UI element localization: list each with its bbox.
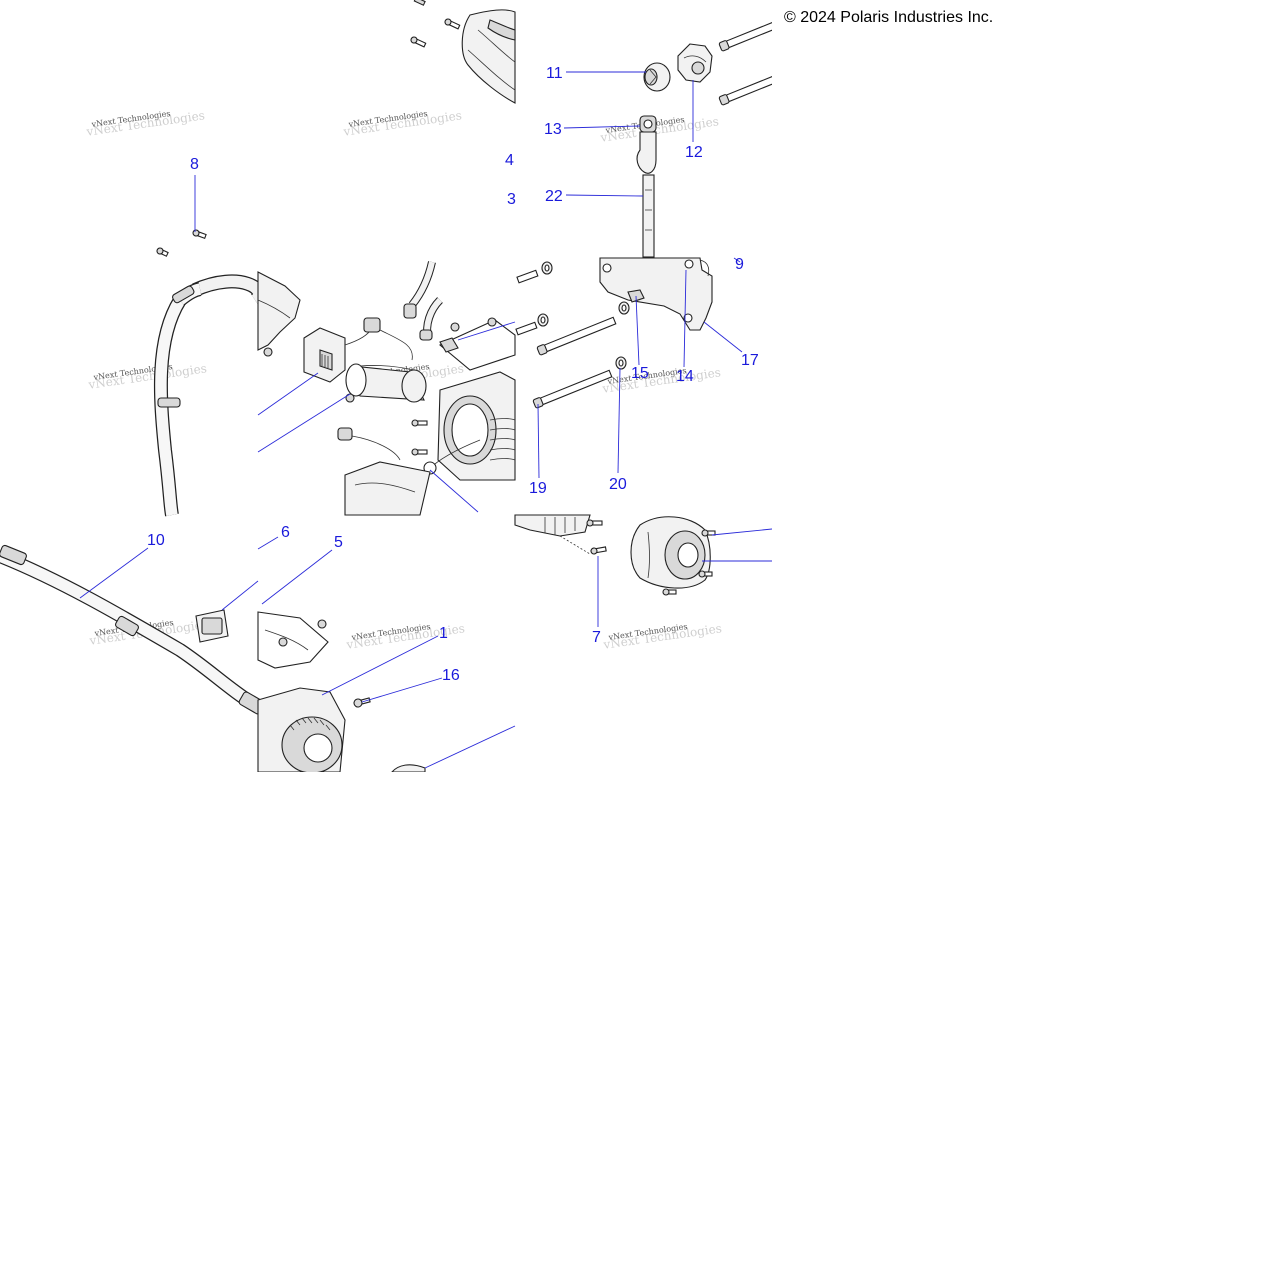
callout-5: 5 (334, 534, 343, 551)
wiring-cables (403, 261, 443, 341)
callout-3: 3 (507, 191, 516, 208)
callout-7: 7 (592, 629, 601, 646)
winch-drum-center (411, 371, 516, 481)
callout-9: 9 (735, 256, 744, 273)
strap-22 (642, 174, 655, 258)
callout-labels: 11 12 13 4 3 22 8 9 17 15 14 19 20 10 6 … (147, 65, 759, 684)
callout-22: 22 (545, 188, 563, 205)
rocker-switch-6 (195, 609, 229, 643)
callout-19: 19 (529, 480, 547, 497)
knob-11 (643, 62, 671, 92)
hook-13 (636, 115, 657, 174)
callout-20: 20 (609, 476, 627, 493)
gear-housing-right (630, 516, 716, 596)
small-bolts-top (156, 0, 461, 257)
star-handle-12 (677, 43, 713, 83)
callout-6: 6 (281, 524, 290, 541)
callout-17: 17 (741, 352, 759, 369)
long-bolts-top-right (718, 20, 779, 106)
winch-cover-top (461, 9, 516, 104)
callout-1: 1 (439, 625, 448, 642)
winch-end-bottom (257, 687, 426, 774)
switch-with-wire (337, 427, 401, 461)
mounting-plate (599, 257, 713, 331)
drum-piece-right (514, 514, 607, 555)
washers (537, 261, 645, 370)
callout-12: 12 (685, 144, 703, 161)
callout-15: 15 (631, 365, 649, 382)
lower-housing-center (344, 461, 431, 516)
solenoid-box (303, 317, 413, 383)
callout-4: 4 (505, 152, 514, 169)
mounting-bracket-center (438, 317, 516, 371)
callout-13: 13 (544, 121, 562, 138)
copyright-text-overlay: © 2024 Polaris Industries Inc. (784, 9, 994, 26)
callout-11: 11 (546, 65, 563, 82)
callout-10: 10 (147, 532, 165, 549)
long-bolts-19 (515, 269, 617, 409)
winch-housing-cover (257, 271, 301, 357)
callout-8: 8 (190, 156, 199, 173)
callout-16: 16 (442, 667, 460, 684)
callout-14: 14 (676, 368, 694, 385)
bracket-plate-5 (257, 611, 329, 669)
winch-motor (345, 363, 427, 403)
leader-lines (79, 0, 910, 769)
hose-assembly (153, 274, 266, 517)
